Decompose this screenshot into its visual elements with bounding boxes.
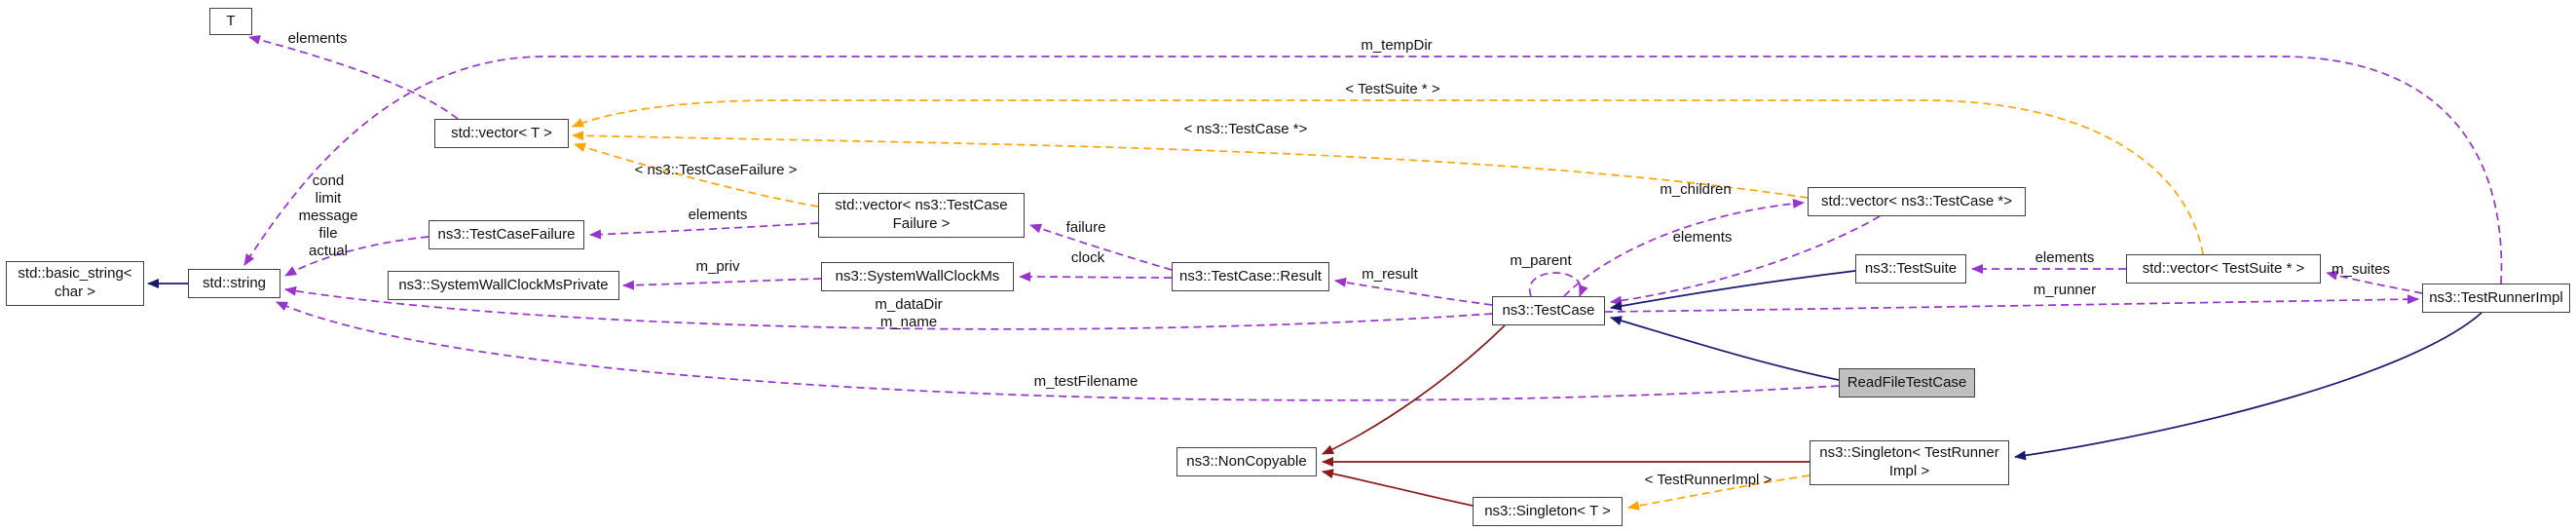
edge-label-m-testfilename: m_testFilename [1033,373,1139,390]
edge-m-datadir-m-name [284,285,1493,330]
edge-elements-vector-t-to-t [248,35,459,120]
edge-m-parent-self-loop [1528,272,1588,297]
node-std-basic-string[interactable]: std::basic_string< char > [6,261,144,306]
node-label: std::vector< T > [451,124,552,141]
edge-m-result [1334,277,1493,306]
edge-label-m-suites: m_suites [2331,261,2391,278]
edge-label-m-children: m_children [1660,181,1732,198]
edge-label-template-testcasefailure: < ns3::TestCaseFailure > [634,162,798,178]
node-ns3-noncopyable[interactable]: ns3::NonCopyable [1176,447,1317,476]
edge-template-testcasefailure [574,142,819,208]
node-std-vector-ns3-testcase-ptr[interactable]: std::vector< ns3::TestCase *> [1808,187,2026,216]
node-std-vector-t[interactable]: std::vector< T > [434,119,569,148]
node-ns3-singleton-testrunnerimpl[interactable]: ns3::Singleton< TestRunner Impl > [1810,440,2009,485]
edge-label-m-parent: m_parent [1510,252,1572,269]
node-std-vector-testsuite-ptr[interactable]: std::vector< TestSuite * > [2126,254,2321,284]
edge-inherit-readfiletestcase-testcase [1610,316,1840,381]
node-label: ns3::Singleton< T > [1484,502,1611,519]
node-std-string[interactable]: std::string [188,269,280,298]
edge-failure [1029,223,1173,271]
node-label: std::vector< ns3::TestCase *> [1821,192,2012,209]
edge-m-tempdir [243,56,2503,284]
edge-elements-vector-tc-to-testcase [1610,215,1881,306]
node-ns3-singleton-t[interactable]: ns3::Singleton< T > [1473,497,1623,526]
node-label: ns3::NonCopyable [1186,452,1307,470]
node-label: std::basic_string< char > [18,265,132,300]
edge-template-testrunnerimpl [1627,474,1811,511]
node-ns3-systemwallclockmsprivate[interactable]: ns3::SystemWallClockMsPrivate [388,271,619,300]
edge-label-m-tempdir: m_tempDir [1361,37,1433,54]
node-label: ns3::TestCase::Result [1179,267,1322,284]
edge-m-priv [622,278,822,290]
edge-label-m-result: m_result [1362,266,1418,283]
edge-label-elements-t: elements [287,30,348,47]
edge-m-runner [1604,294,2419,313]
edge-inherit-testrunnerimpl-singleton [2014,312,2483,461]
node-label: std::vector< ns3::TestCase Failure > [835,197,1008,232]
edge-inherit-singleton-t-noncopyable [1322,469,1474,507]
edge-label-elements-tcf: elements [688,207,748,223]
edge-label-elements-testcase: elements [1672,229,1733,246]
node-label: ReadFileTestCase [1847,373,1967,391]
node-std-vector-ns3-testcasefailure[interactable]: std::vector< ns3::TestCase Failure > [818,193,1025,238]
node-label: ns3::TestCase [1502,301,1595,319]
edge-label-template-testsuite-ptr: < TestSuite * > [1345,81,1440,97]
node-label: ns3::TestRunnerImpl [2429,288,2563,306]
node-t[interactable]: T [209,8,252,35]
node-ns3-systemwallclockms[interactable]: ns3::SystemWallClockMs [821,262,1014,291]
edge-label-m-runner: m_runner [2033,282,2097,298]
node-ns3-testsuite[interactable]: ns3::TestSuite [1855,254,1966,284]
node-ns3-testcase-result[interactable]: ns3::TestCase::Result [1172,262,1329,291]
edge-label-cond-limit-message-file-actual: cond limit message file actual [298,172,358,259]
node-label: std::string [202,274,267,291]
edge-template-testsuite-ptr [572,99,2204,255]
edge-label-failure: failure [1065,219,1106,236]
node-ns3-testrunnerimpl[interactable]: ns3::TestRunnerImpl [2422,284,2570,313]
node-label: ns3::Singleton< TestRunner Impl > [1819,444,1999,479]
edge-clock [1019,272,1173,283]
edge-label-clock: clock [1070,249,1105,266]
edge-label-m-priv: m_priv [695,258,740,275]
edge-template-testcase-ptr [572,131,1809,199]
node-ns3-testcase[interactable]: ns3::TestCase [1492,296,1605,325]
edge-elements-vector-tcf-to-tcf [589,222,819,240]
node-label: ns3::TestCaseFailure [437,225,576,243]
edge-m-testfilename [276,301,1840,401]
node-label: T [226,12,236,29]
edge-label-m-datadir-m-name: m_dataDir m_name [875,296,943,330]
edge-inherit-testsuite-testcase [1610,270,1856,311]
edge-inherit-testcase-noncopyable [1322,324,1506,455]
node-label: ns3::SystemWallClockMs [835,267,1000,284]
node-label: std::vector< TestSuite * > [2142,259,2305,277]
edge-label-template-testcase-ptr: < ns3::TestCase *> [1183,121,1308,137]
edge-label-elements-testsuite: elements [2035,249,2095,266]
node-label: ns3::TestSuite [1864,259,1958,277]
edge-label-template-testrunnerimpl: < TestRunnerImpl > [1644,472,1773,488]
edge-m-children [1563,198,1805,297]
node-readfiletestcase[interactable]: ReadFileTestCase [1839,368,1975,398]
node-label: ns3::SystemWallClockMsPrivate [398,276,609,293]
node-ns3-testcasefailure[interactable]: ns3::TestCaseFailure [429,220,584,249]
